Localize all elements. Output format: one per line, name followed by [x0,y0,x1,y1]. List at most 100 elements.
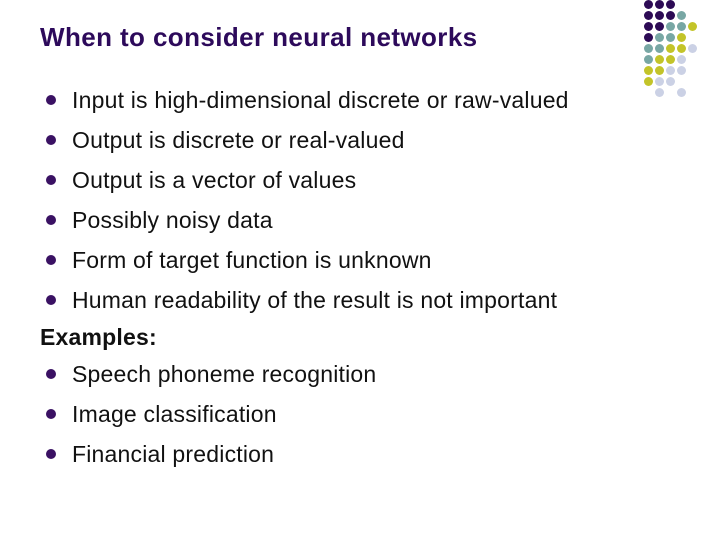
dot-cell [654,76,665,87]
dot-cell [654,0,665,10]
bullet-icon [46,175,56,185]
dot-grid-row [643,0,698,10]
bullet-icon [46,215,56,225]
bullet-item: Form of target function is unknown [40,240,700,280]
dot [677,55,686,64]
dot [666,66,675,75]
dot-cell [643,43,654,54]
dot-cell [643,65,654,76]
dot [644,44,653,53]
dot-cell [654,10,665,21]
dot [688,22,697,31]
bullet-text: Output is discrete or real-valued [72,126,405,153]
dot-cell [687,43,698,54]
dot-cell [643,0,654,10]
dot [677,44,686,53]
dot [644,0,653,9]
dot [666,33,675,42]
dot [655,77,664,86]
dot-cell [676,65,687,76]
bullet-icon [46,369,56,379]
bullet-icon [46,295,56,305]
bullet-text: Human readability of the result is not i… [72,286,558,313]
dot-cell [676,32,687,43]
dot-cell [665,76,676,87]
dot-grid-row [643,43,698,54]
dot [666,0,675,9]
dot [666,11,675,20]
dot [677,66,686,75]
dot-cell [654,43,665,54]
dot [666,44,675,53]
dot [677,22,686,31]
dot-grid-row [643,32,698,43]
dot-grid-row [643,65,698,76]
bullet-icon [46,95,56,105]
dot [655,55,664,64]
bullet-icon [46,449,56,459]
dot-cell [643,76,654,87]
dot [666,77,675,86]
dot-cell [665,10,676,21]
dot [655,33,664,42]
dot-cell [654,21,665,32]
dot-cell [676,10,687,21]
bullet-item: Speech phoneme recognition [40,354,700,394]
bullet-text: Form of target function is unknown [72,246,432,273]
dot-cell [654,65,665,76]
dot [666,55,675,64]
dot-grid-row [643,54,698,65]
bullet-list: Input is high-dimensional discrete or ra… [40,80,700,474]
dot-cell [676,21,687,32]
dot-cell [654,32,665,43]
dot-cell [665,54,676,65]
dot-cell [643,21,654,32]
dot-grid-row [643,21,698,32]
bullet-icon [46,255,56,265]
bullet-icon [46,409,56,419]
dot-cell [676,54,687,65]
dot [644,55,653,64]
bullet-text: Input is high-dimensional discrete or ra… [72,86,569,113]
dot [655,88,664,97]
bullet-item: Output is a vector of values [40,160,700,200]
decoration-dot-grid [643,0,698,98]
bullet-item: Output is discrete or real-valued [40,120,700,160]
dot [644,33,653,42]
bullet-item: Human readability of the result is not i… [40,280,700,320]
bullet-item: Image classification [40,394,700,434]
examples-heading: Examples: [40,323,157,350]
dot-cell [643,54,654,65]
dot-cell [665,43,676,54]
bullet-item: Input is high-dimensional discrete or ra… [40,80,700,120]
bullet-text: Output is a vector of values [72,166,357,193]
dot [655,11,664,20]
dot [655,22,664,31]
dot-grid-row [643,76,698,87]
dot-cell [665,0,676,10]
dot [644,66,653,75]
dot-grid-row [643,10,698,21]
dot-cell [643,10,654,21]
slide-title: When to consider neural networks [40,22,478,52]
dot [688,44,697,53]
dot-cell [654,87,665,98]
dot [655,0,664,9]
dot-cell [676,87,687,98]
dot [655,44,664,53]
dot-cell [665,21,676,32]
bullet-text: Possibly noisy data [72,206,273,233]
dot [644,11,653,20]
dot-cell [665,32,676,43]
dot-cell [676,43,687,54]
bullet-text: Image classification [72,400,277,427]
dot [644,22,653,31]
bullet-text: Financial prediction [72,440,275,467]
dot-cell [665,65,676,76]
dot-grid-row [643,87,698,98]
dot [677,11,686,20]
dot [655,66,664,75]
dot [677,33,686,42]
bullet-text: Speech phoneme recognition [72,360,377,387]
